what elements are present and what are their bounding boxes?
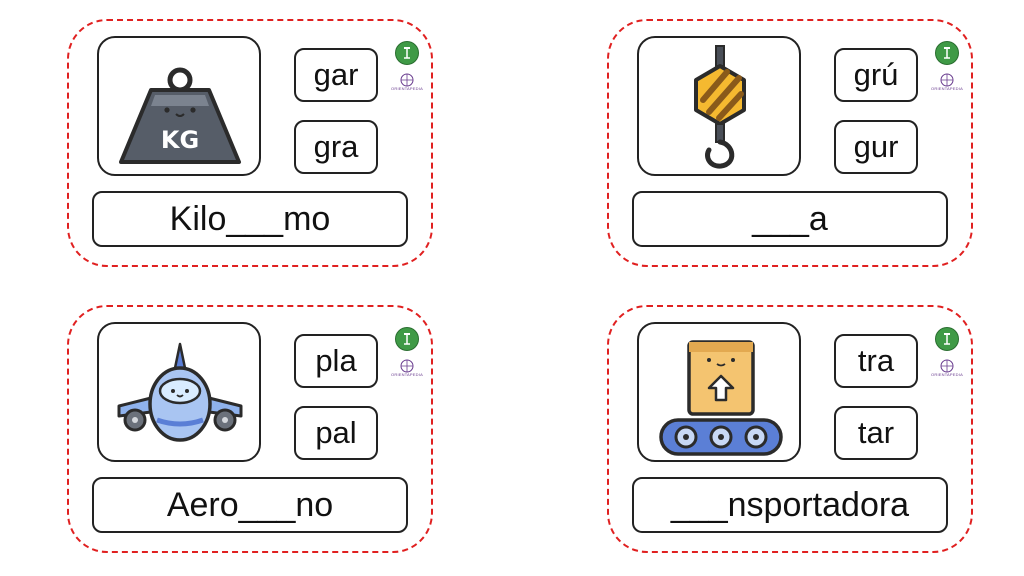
picture-frame: KG: [97, 36, 261, 176]
watermark-icon: ORIENTAPEDIA: [387, 357, 427, 383]
syllable-option-button[interactable]: pla: [294, 334, 378, 388]
syllable-option-button[interactable]: grú: [834, 48, 918, 102]
word-blank-box: ___a: [632, 191, 948, 247]
syllable-card-kilogramo: KG gar gra Kilo___mo ORIENTAPEDIA: [67, 19, 433, 267]
watermark-text: ORIENTAPEDIA: [931, 86, 963, 91]
watermark-text: ORIENTAPEDIA: [391, 372, 423, 377]
green-logo-icon: [935, 327, 959, 351]
syllable-card-aeroplano: pla pal Aero___no ORIENTAPEDIA: [67, 305, 433, 553]
syllable-option-button[interactable]: gar: [294, 48, 378, 102]
green-logo-icon: [395, 41, 419, 65]
watermark-icon: ORIENTAPEDIA: [927, 71, 967, 97]
watermark-icon: ORIENTAPEDIA: [387, 71, 427, 97]
syllable-card-grua: grú gur ___a ORIENTAPEDIA: [607, 19, 973, 267]
crane-hook-icon: [694, 45, 746, 169]
kettlebell-weight-kg-icon: KG: [119, 67, 241, 164]
syllable-option-button[interactable]: gra: [294, 120, 378, 174]
watermark-text: ORIENTAPEDIA: [931, 372, 963, 377]
syllable-option-button[interactable]: gur: [834, 120, 918, 174]
green-logo-icon: [935, 41, 959, 65]
word-blank-box: ___nsportadora: [632, 477, 948, 533]
watermark-icon: ORIENTAPEDIA: [927, 357, 967, 383]
green-logo-icon: [395, 327, 419, 351]
watermark-text: ORIENTAPEDIA: [391, 86, 423, 91]
picture-frame: [637, 322, 801, 462]
weight-label: KG: [161, 126, 199, 154]
conveyor-belt-icon: [659, 340, 783, 456]
word-blank-box: Aero___no: [92, 477, 408, 533]
picture-frame: [637, 36, 801, 176]
syllable-card-transportadora: tra tar ___nsportadora ORIENTAPEDIA: [607, 305, 973, 553]
syllable-option-button[interactable]: pal: [294, 406, 378, 460]
syllable-option-button[interactable]: tra: [834, 334, 918, 388]
picture-frame: [97, 322, 261, 462]
syllable-option-button[interactable]: tar: [834, 406, 918, 460]
word-blank-box: Kilo___mo: [92, 191, 408, 247]
airplane-icon: [117, 342, 243, 442]
